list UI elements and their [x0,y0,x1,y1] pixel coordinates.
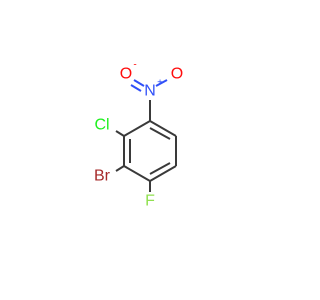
bond-n-o1-a [133,79,145,87]
atom-o-right: O [171,66,183,83]
molecule-structure: N + O - O Cl Br F [94,60,183,210]
ring-bond-c4-c5 [149,165,177,182]
ring-bond-c3-c4 [123,165,151,182]
bond-n-o2 [155,79,168,87]
atom-n: N [144,83,156,100]
charge-o-left: - [133,60,136,71]
bond-n-o1-b [130,84,142,92]
bond-c2-cl [115,130,125,137]
ring-bond-c1-c2 [123,120,151,137]
atom-labels: N + O - O Cl Br F [94,60,183,210]
ring-bond-c6-c1-inner [149,127,171,140]
atom-o-left: O [120,66,132,83]
charge-n: + [157,78,163,89]
ring-bond-c6-c1 [149,120,177,137]
atom-cl: Cl [94,117,109,134]
ring-bond-c4-c5-inner [149,162,171,175]
atom-br: Br [94,168,111,185]
bonds [115,79,177,192]
bond-c3-br [115,165,125,172]
atom-f: F [145,193,155,210]
